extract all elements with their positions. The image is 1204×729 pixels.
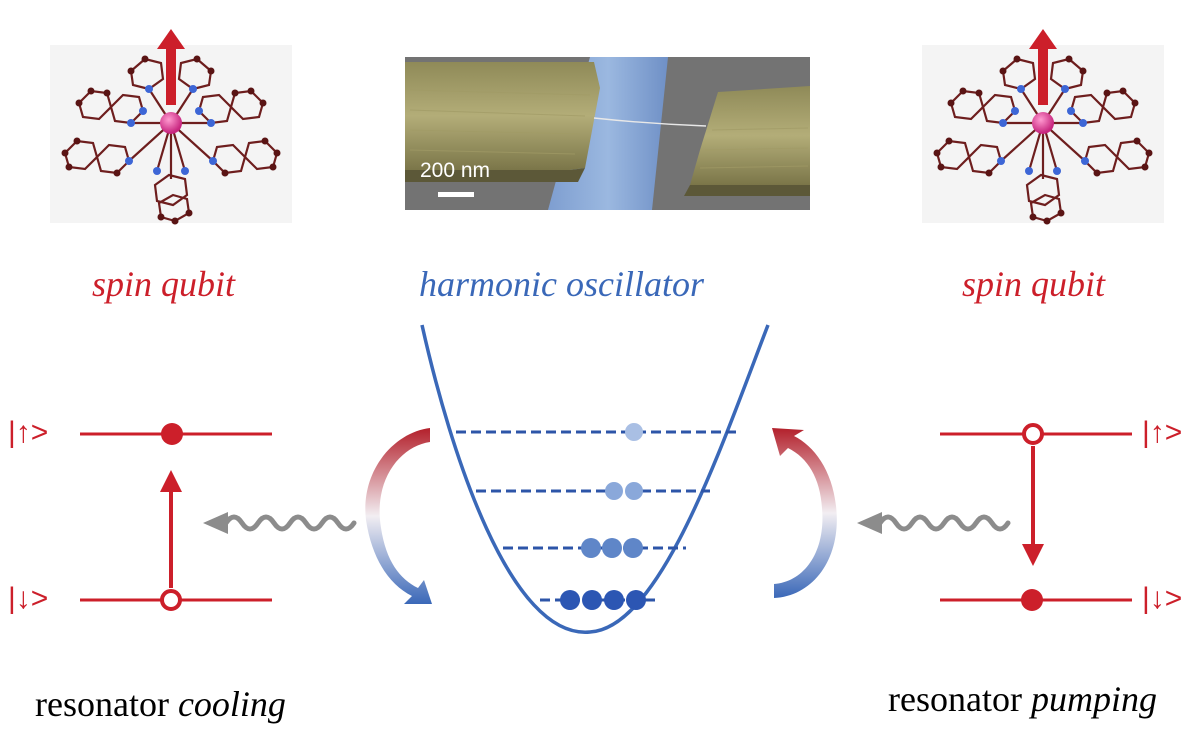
- left-state-down-label: |↓>: [8, 582, 49, 615]
- curved-transfer-arrow-icon: [772, 428, 837, 598]
- curved-transfer-arrow-left: [365, 428, 432, 604]
- left-electrode: [405, 62, 600, 170]
- right-state-down-label: |↓>: [1142, 582, 1183, 615]
- caption-harmonic-oscillator: harmonic oscillator: [419, 264, 704, 304]
- transition-arrow-up-icon: [160, 470, 182, 492]
- wavy-photon-arrow-icon: [877, 514, 1011, 532]
- wavy-photon-arrow-left: [203, 512, 357, 534]
- curved-transfer-arrow-right: [772, 428, 837, 598]
- caption-prefix: resonator: [35, 684, 178, 724]
- molecule-left: [50, 29, 292, 225]
- right-state-up-label: |↑>: [1142, 416, 1183, 449]
- left-state-up-label: |↑>: [8, 416, 49, 449]
- left-level-diagram: [80, 423, 272, 611]
- filled-state-marker: [161, 423, 183, 445]
- transition-arrow-down-icon: [1022, 544, 1044, 566]
- molecule-right: [922, 29, 1164, 225]
- right-level-diagram: [940, 423, 1132, 611]
- wavy-photon-arrow-right: [857, 512, 1011, 534]
- spin-arrow-icon: [157, 29, 185, 105]
- metal-ion: [160, 112, 182, 134]
- nanotube: [593, 117, 707, 127]
- caption-resonator-pumping: resonator pumping: [888, 681, 1157, 717]
- right-electrode: [690, 86, 810, 185]
- caption-prefix: resonator: [888, 679, 1031, 719]
- filled-state-marker: [1021, 589, 1043, 611]
- wavy-photon-arrow-icon: [223, 514, 357, 532]
- caption-left-spin-qubit: spin qubit: [92, 264, 236, 304]
- scale-bar-label: 200 nm: [420, 159, 491, 182]
- metal-ion: [1032, 112, 1054, 134]
- caption-mode: pumping: [1030, 679, 1157, 719]
- caption-right-spin-qubit: spin qubit: [962, 264, 1106, 304]
- curved-transfer-arrow-icon: [365, 428, 432, 604]
- sem-micrograph: [405, 57, 810, 210]
- caption-mode: cooling: [177, 684, 286, 724]
- scale-bar: [438, 192, 474, 197]
- empty-state-marker: [160, 589, 182, 611]
- caption-resonator-cooling: resonator cooling: [35, 686, 286, 722]
- phonon-occupation: [560, 423, 646, 610]
- harmonic-potential: [420, 324, 770, 634]
- potential-well-curve: [420, 324, 770, 634]
- spin-arrow-icon: [1029, 29, 1057, 105]
- empty-state-marker: [1022, 423, 1044, 445]
